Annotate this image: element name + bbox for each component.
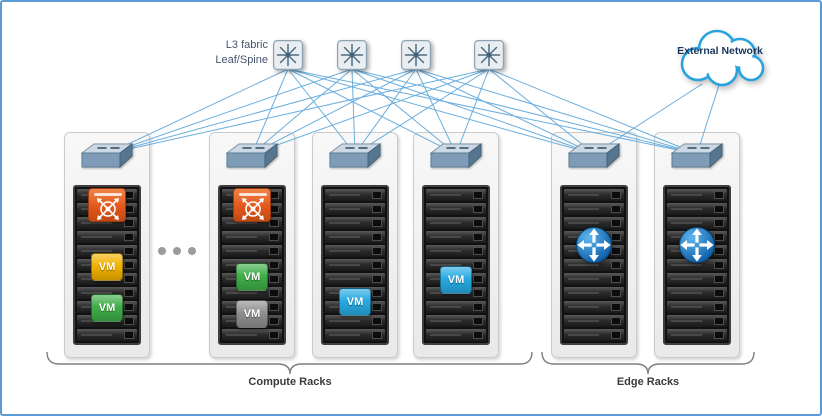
- server-unit: [222, 329, 282, 341]
- vm-icon: VM: [236, 299, 268, 328]
- server-chassis: [422, 185, 490, 345]
- more-racks-ellipsis: [158, 247, 196, 255]
- server-unit: [325, 189, 385, 201]
- fabric-link: [351, 68, 698, 155]
- tor-switch-icon: [670, 143, 724, 174]
- edge-router-icon: [575, 226, 613, 264]
- edge-rack-2: [654, 132, 740, 358]
- server-unit: [426, 329, 486, 341]
- vm-icon: VM: [236, 263, 268, 292]
- tor-switch-icon: [567, 143, 621, 174]
- tor-switch-icon: [328, 143, 382, 174]
- server-unit: [426, 315, 486, 327]
- server-unit: [667, 329, 727, 341]
- server-unit: [325, 203, 385, 215]
- ellipsis-dot: [173, 247, 181, 255]
- server-unit: [667, 189, 727, 201]
- tor-switch-icon: [80, 143, 134, 174]
- server-unit: [222, 245, 282, 257]
- server-unit: [564, 315, 624, 327]
- server-unit: [325, 315, 385, 327]
- spine-switch-2-icon: [337, 40, 367, 70]
- server-unit: [564, 301, 624, 313]
- server-unit: [564, 329, 624, 341]
- compute-rack-1: VM VM: [64, 132, 150, 358]
- server-unit: [77, 329, 137, 341]
- server-unit: [564, 189, 624, 201]
- service-gateway-icon: [233, 187, 271, 222]
- ellipsis-dot: [188, 247, 196, 255]
- server-unit: [667, 287, 727, 299]
- server-unit: [325, 329, 385, 341]
- compute-rack-2: VM VM: [209, 132, 295, 358]
- external-network-cloud: External Network: [670, 24, 770, 88]
- compute-racks-label: Compute Racks: [248, 376, 332, 388]
- server-chassis: [560, 185, 628, 345]
- compute-rack-3: VM: [312, 132, 398, 358]
- server-unit: [667, 217, 727, 229]
- edge-racks-label: Edge Racks: [616, 376, 680, 388]
- server-unit: [426, 203, 486, 215]
- server-unit: [325, 273, 385, 285]
- tor-switch-icon: [225, 143, 279, 174]
- server-unit: [77, 231, 137, 243]
- edge-router-icon: [678, 226, 716, 264]
- server-unit: [222, 231, 282, 243]
- server-unit: [325, 245, 385, 257]
- spine-switch-3-icon: [401, 40, 431, 70]
- spine-switch-1-icon: [273, 40, 303, 70]
- vm-icon: VM: [91, 253, 123, 282]
- server-unit: [426, 217, 486, 229]
- server-unit: [667, 315, 727, 327]
- vm-icon: VM: [339, 287, 371, 316]
- server-unit: [426, 231, 486, 243]
- tor-switch-icon: [429, 143, 483, 174]
- server-unit: [325, 231, 385, 243]
- compute-rack-4: VM: [413, 132, 499, 358]
- server-chassis: [663, 185, 731, 345]
- server-chassis: [321, 185, 389, 345]
- server-unit: [667, 259, 727, 271]
- vm-icon: VM: [440, 266, 472, 295]
- service-gateway-icon: [88, 187, 126, 222]
- ellipsis-dot: [158, 247, 166, 255]
- server-unit: [564, 203, 624, 215]
- server-unit: [325, 217, 385, 229]
- server-unit: [564, 217, 624, 229]
- server-unit: [667, 273, 727, 285]
- external-network-label: External Network: [677, 45, 763, 57]
- server-unit: [426, 245, 486, 257]
- server-unit: [667, 301, 727, 313]
- server-unit: [325, 259, 385, 271]
- spine-switch-4-icon: [474, 40, 504, 70]
- spine-label: L3 fabric Leaf/Spine: [215, 39, 268, 66]
- server-unit: [667, 203, 727, 215]
- edge-rack-1: [551, 132, 637, 358]
- vm-icon: VM: [91, 293, 123, 322]
- server-unit: [426, 301, 486, 313]
- server-unit: [426, 189, 486, 201]
- server-unit: [564, 273, 624, 285]
- server-unit: [564, 287, 624, 299]
- server-unit: [564, 259, 624, 271]
